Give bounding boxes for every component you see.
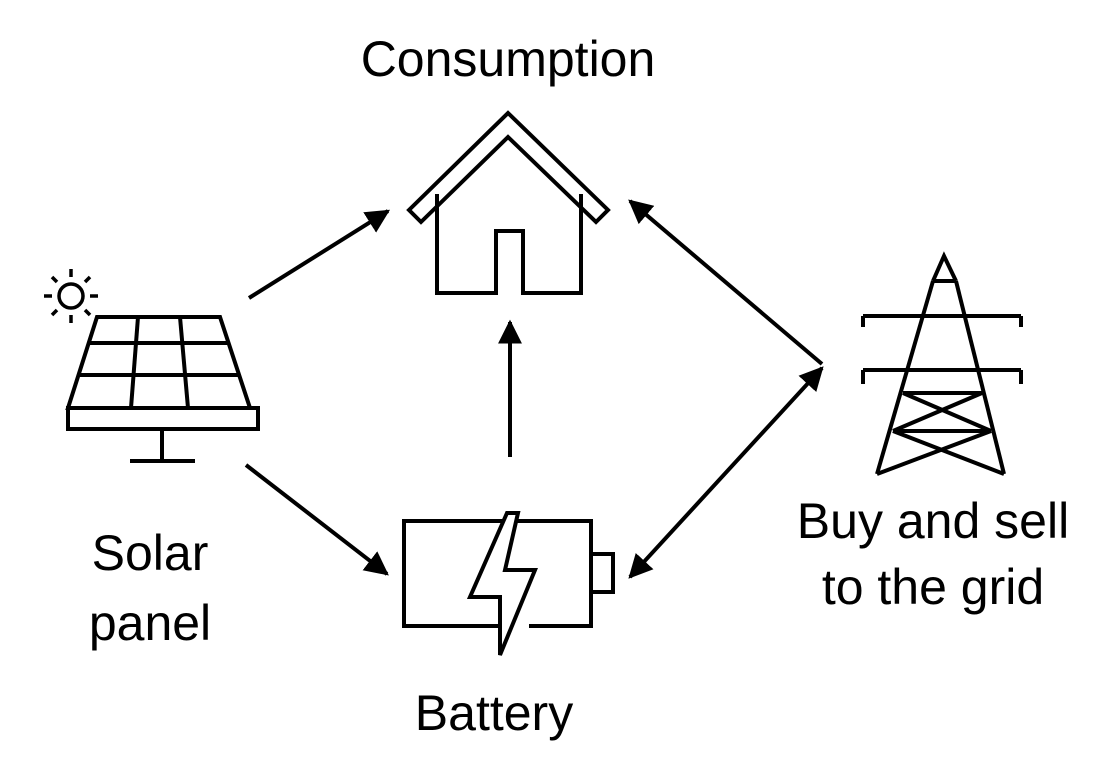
consumption-label: Consumption — [360, 31, 656, 87]
house-icon — [406, 110, 611, 295]
arrow-grid-battery-bidirectional — [628, 366, 824, 579]
arrow-solar-to-house — [247, 209, 391, 300]
arrow-grid-to-house — [628, 199, 824, 366]
arrow-solar-to-battery — [244, 463, 389, 576]
grid-label-line1: Buy and sell — [796, 493, 1070, 549]
battery-label: Battery — [414, 685, 574, 741]
battery-icon — [402, 511, 615, 656]
solar-panel-label: Solar panel — [40, 518, 260, 658]
solar-label-line1: Solar — [91, 525, 209, 581]
solar-label-line2: panel — [88, 595, 212, 651]
grid-label-line2: to the grid — [821, 559, 1045, 615]
sun-icon — [44, 269, 98, 323]
grid-label: Buy and sell to the grid — [760, 488, 1106, 620]
transmission-tower-icon — [861, 251, 1023, 476]
solar-panel-icon — [65, 315, 260, 463]
